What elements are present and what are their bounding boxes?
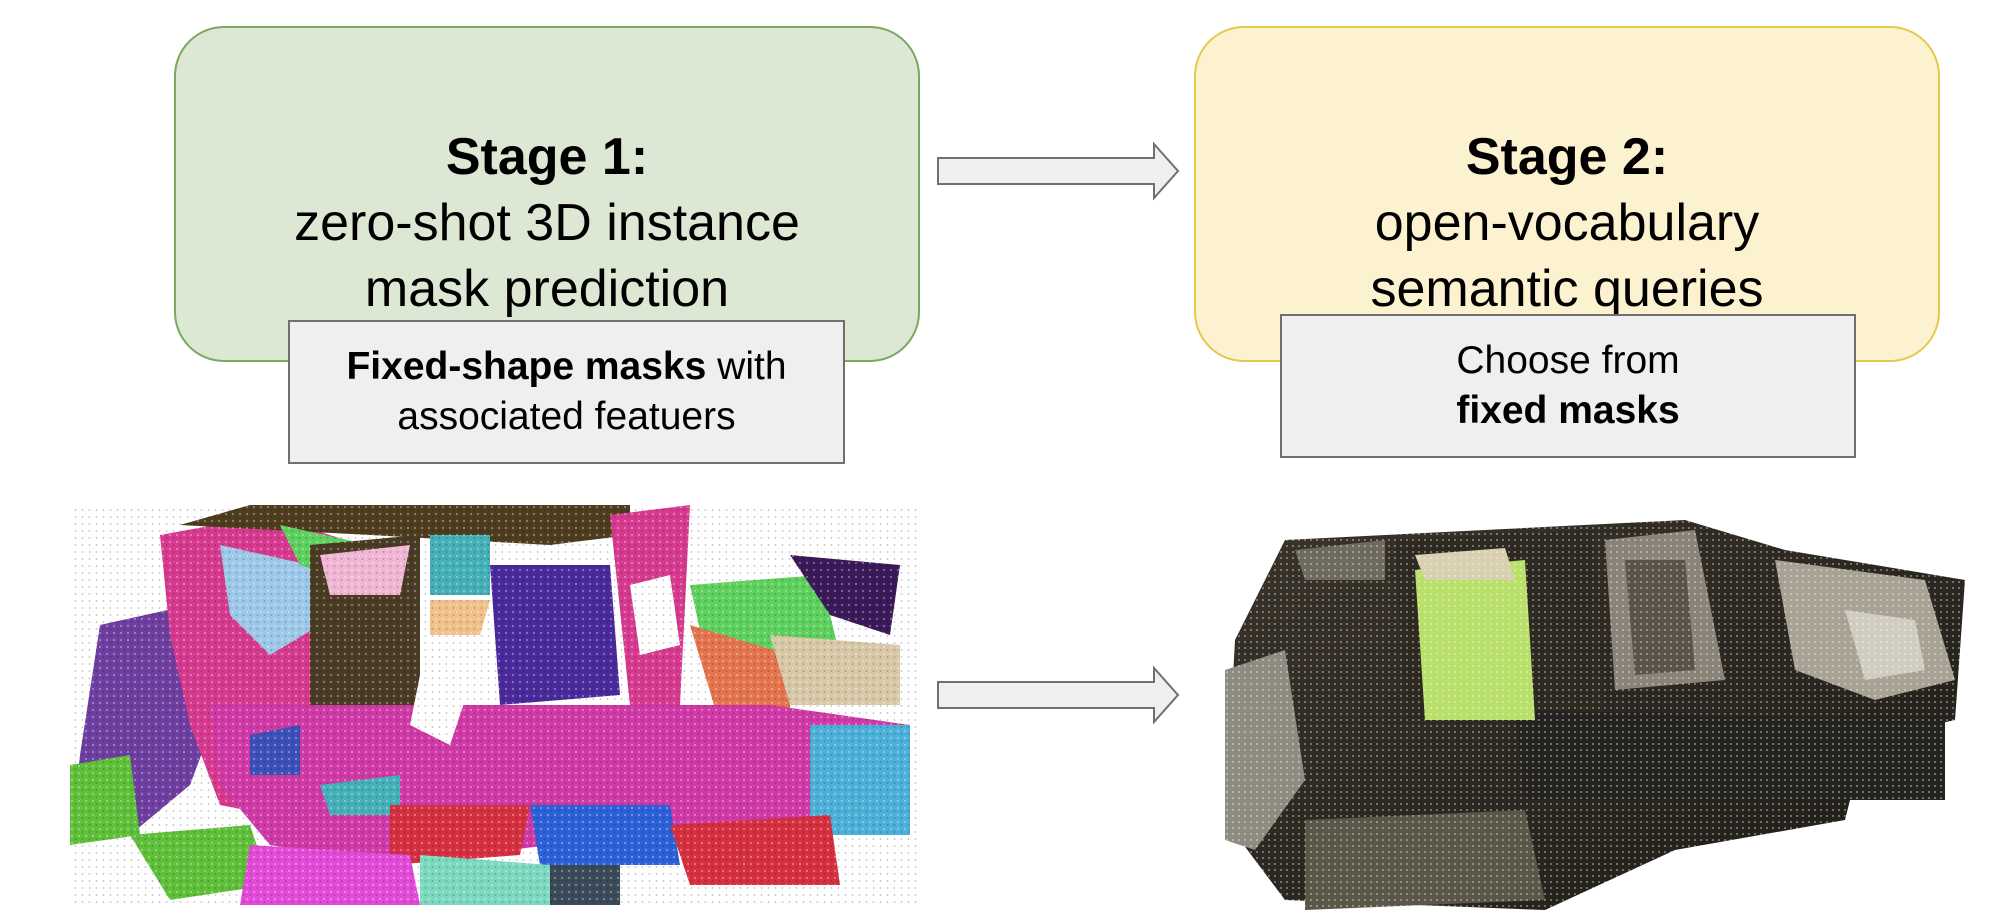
stage2-note-bold: fixed masks [1456, 389, 1680, 432]
stage1-note-line2: associated featuers [397, 395, 736, 438]
stage2-note: Choose from fixed masks [1280, 314, 1856, 458]
stage1-note-rest: with [706, 345, 787, 388]
stage2-line1: open-vocabulary [1374, 194, 1760, 252]
rgb-point-cloud [1225, 520, 1965, 910]
stage2-text: Stage 2: open-vocabulary semantic querie… [1196, 124, 1938, 322]
arrow-right-icon [937, 141, 1180, 201]
arrow-right-icon [937, 665, 1180, 725]
stage1-note: Fixed-shape masks with associated featue… [288, 320, 845, 464]
stage1-box: Stage 1: zero-shot 3D instance mask pred… [174, 26, 920, 362]
stage1-line2: mask prediction [364, 260, 730, 318]
stage2-line2: semantic queries [1370, 260, 1764, 318]
stage2-note-line1: Choose from [1456, 339, 1680, 382]
stage1-title: Stage 1: [445, 128, 649, 186]
stage2-box: Stage 2: open-vocabulary semantic querie… [1194, 26, 1940, 362]
instance-mask-point-cloud [70, 505, 920, 905]
stage1-text: Stage 1: zero-shot 3D instance mask pred… [176, 124, 918, 322]
stage1-line1: zero-shot 3D instance [294, 194, 800, 252]
stage1-note-bold: Fixed-shape masks [346, 345, 707, 388]
stage2-title: Stage 2: [1465, 128, 1669, 186]
